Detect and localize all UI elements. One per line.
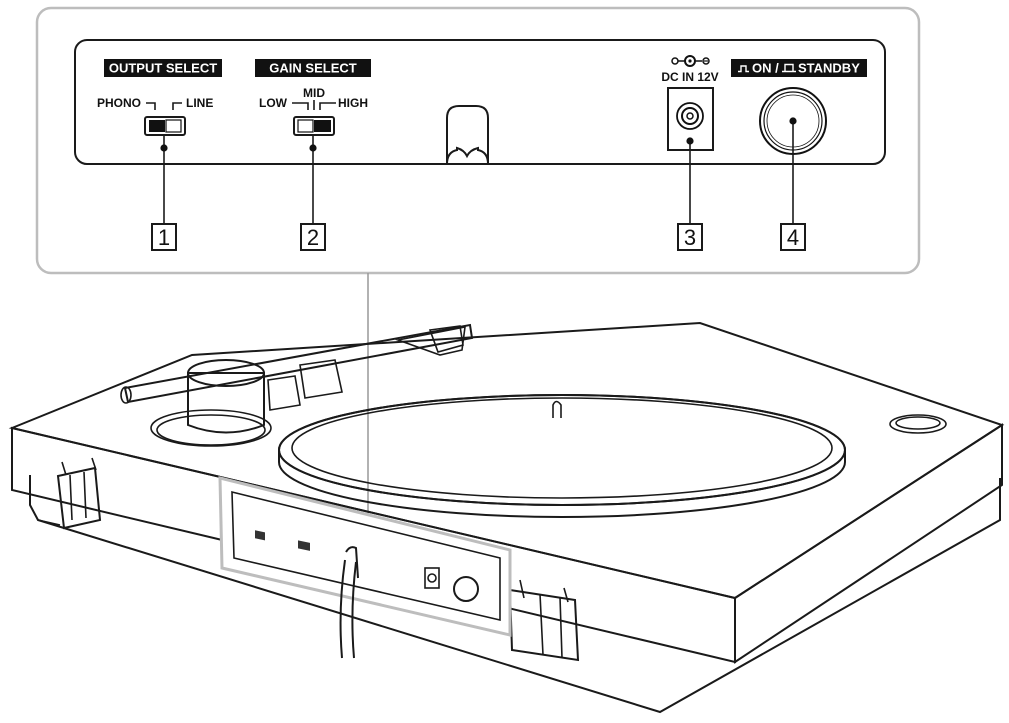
gain-option-high: HIGH xyxy=(338,96,368,110)
gain-option-low: LOW xyxy=(259,96,288,110)
output-select-indicator xyxy=(146,102,182,110)
callout-4: 4 xyxy=(780,223,806,251)
output-option-line: LINE xyxy=(186,96,213,110)
power-tag xyxy=(731,59,867,77)
callout-1-number: 1 xyxy=(158,225,170,250)
gain-select-indicator xyxy=(292,100,336,110)
callout-4-number: 4 xyxy=(787,225,799,250)
callout-2-number: 2 xyxy=(307,225,319,250)
counterweight xyxy=(187,372,265,434)
gain-select-group: GAIN SELECT MID LOW HIGH 2 xyxy=(255,59,371,251)
dc-polarity-icon xyxy=(671,55,710,67)
power-group: ON / STANDBY 4 xyxy=(731,59,867,251)
spindle xyxy=(552,400,562,418)
gain-select-tag xyxy=(255,59,371,77)
standby-symbol-icon xyxy=(782,63,796,73)
callout-2: 2 xyxy=(300,223,326,251)
left-hinge xyxy=(56,457,102,530)
gain-select-title: GAIN SELECT xyxy=(269,61,356,76)
output-select-title: OUTPUT SELECT xyxy=(109,61,217,76)
on-symbol-icon xyxy=(738,65,749,73)
right-hinge xyxy=(508,579,580,662)
callout-3: 3 xyxy=(677,223,703,251)
callout-3-number: 3 xyxy=(684,225,696,250)
dc-in-label: DC IN 12V xyxy=(661,70,718,84)
power-label-on: ON / xyxy=(752,61,779,76)
output-select-tag xyxy=(104,59,222,77)
output-select-switch[interactable] xyxy=(144,116,186,136)
output-option-phono: PHONO xyxy=(97,96,141,110)
turntable-rear-panel xyxy=(218,476,512,637)
turntable-illustration xyxy=(8,321,1005,714)
platter xyxy=(278,394,846,518)
gain-option-mid: MID xyxy=(303,86,325,100)
output-select-group: OUTPUT SELECT PHONO LINE 1 xyxy=(97,59,222,251)
power-cable xyxy=(339,559,357,659)
cable-notch xyxy=(446,105,489,165)
callout-1: 1 xyxy=(151,223,177,251)
rear-panel-face xyxy=(74,39,886,165)
gain-select-switch[interactable] xyxy=(293,116,335,136)
power-label-standby: STANDBY xyxy=(798,61,860,76)
tonearm xyxy=(120,323,474,434)
dc-in-group: DC IN 12V 3 xyxy=(661,55,719,251)
